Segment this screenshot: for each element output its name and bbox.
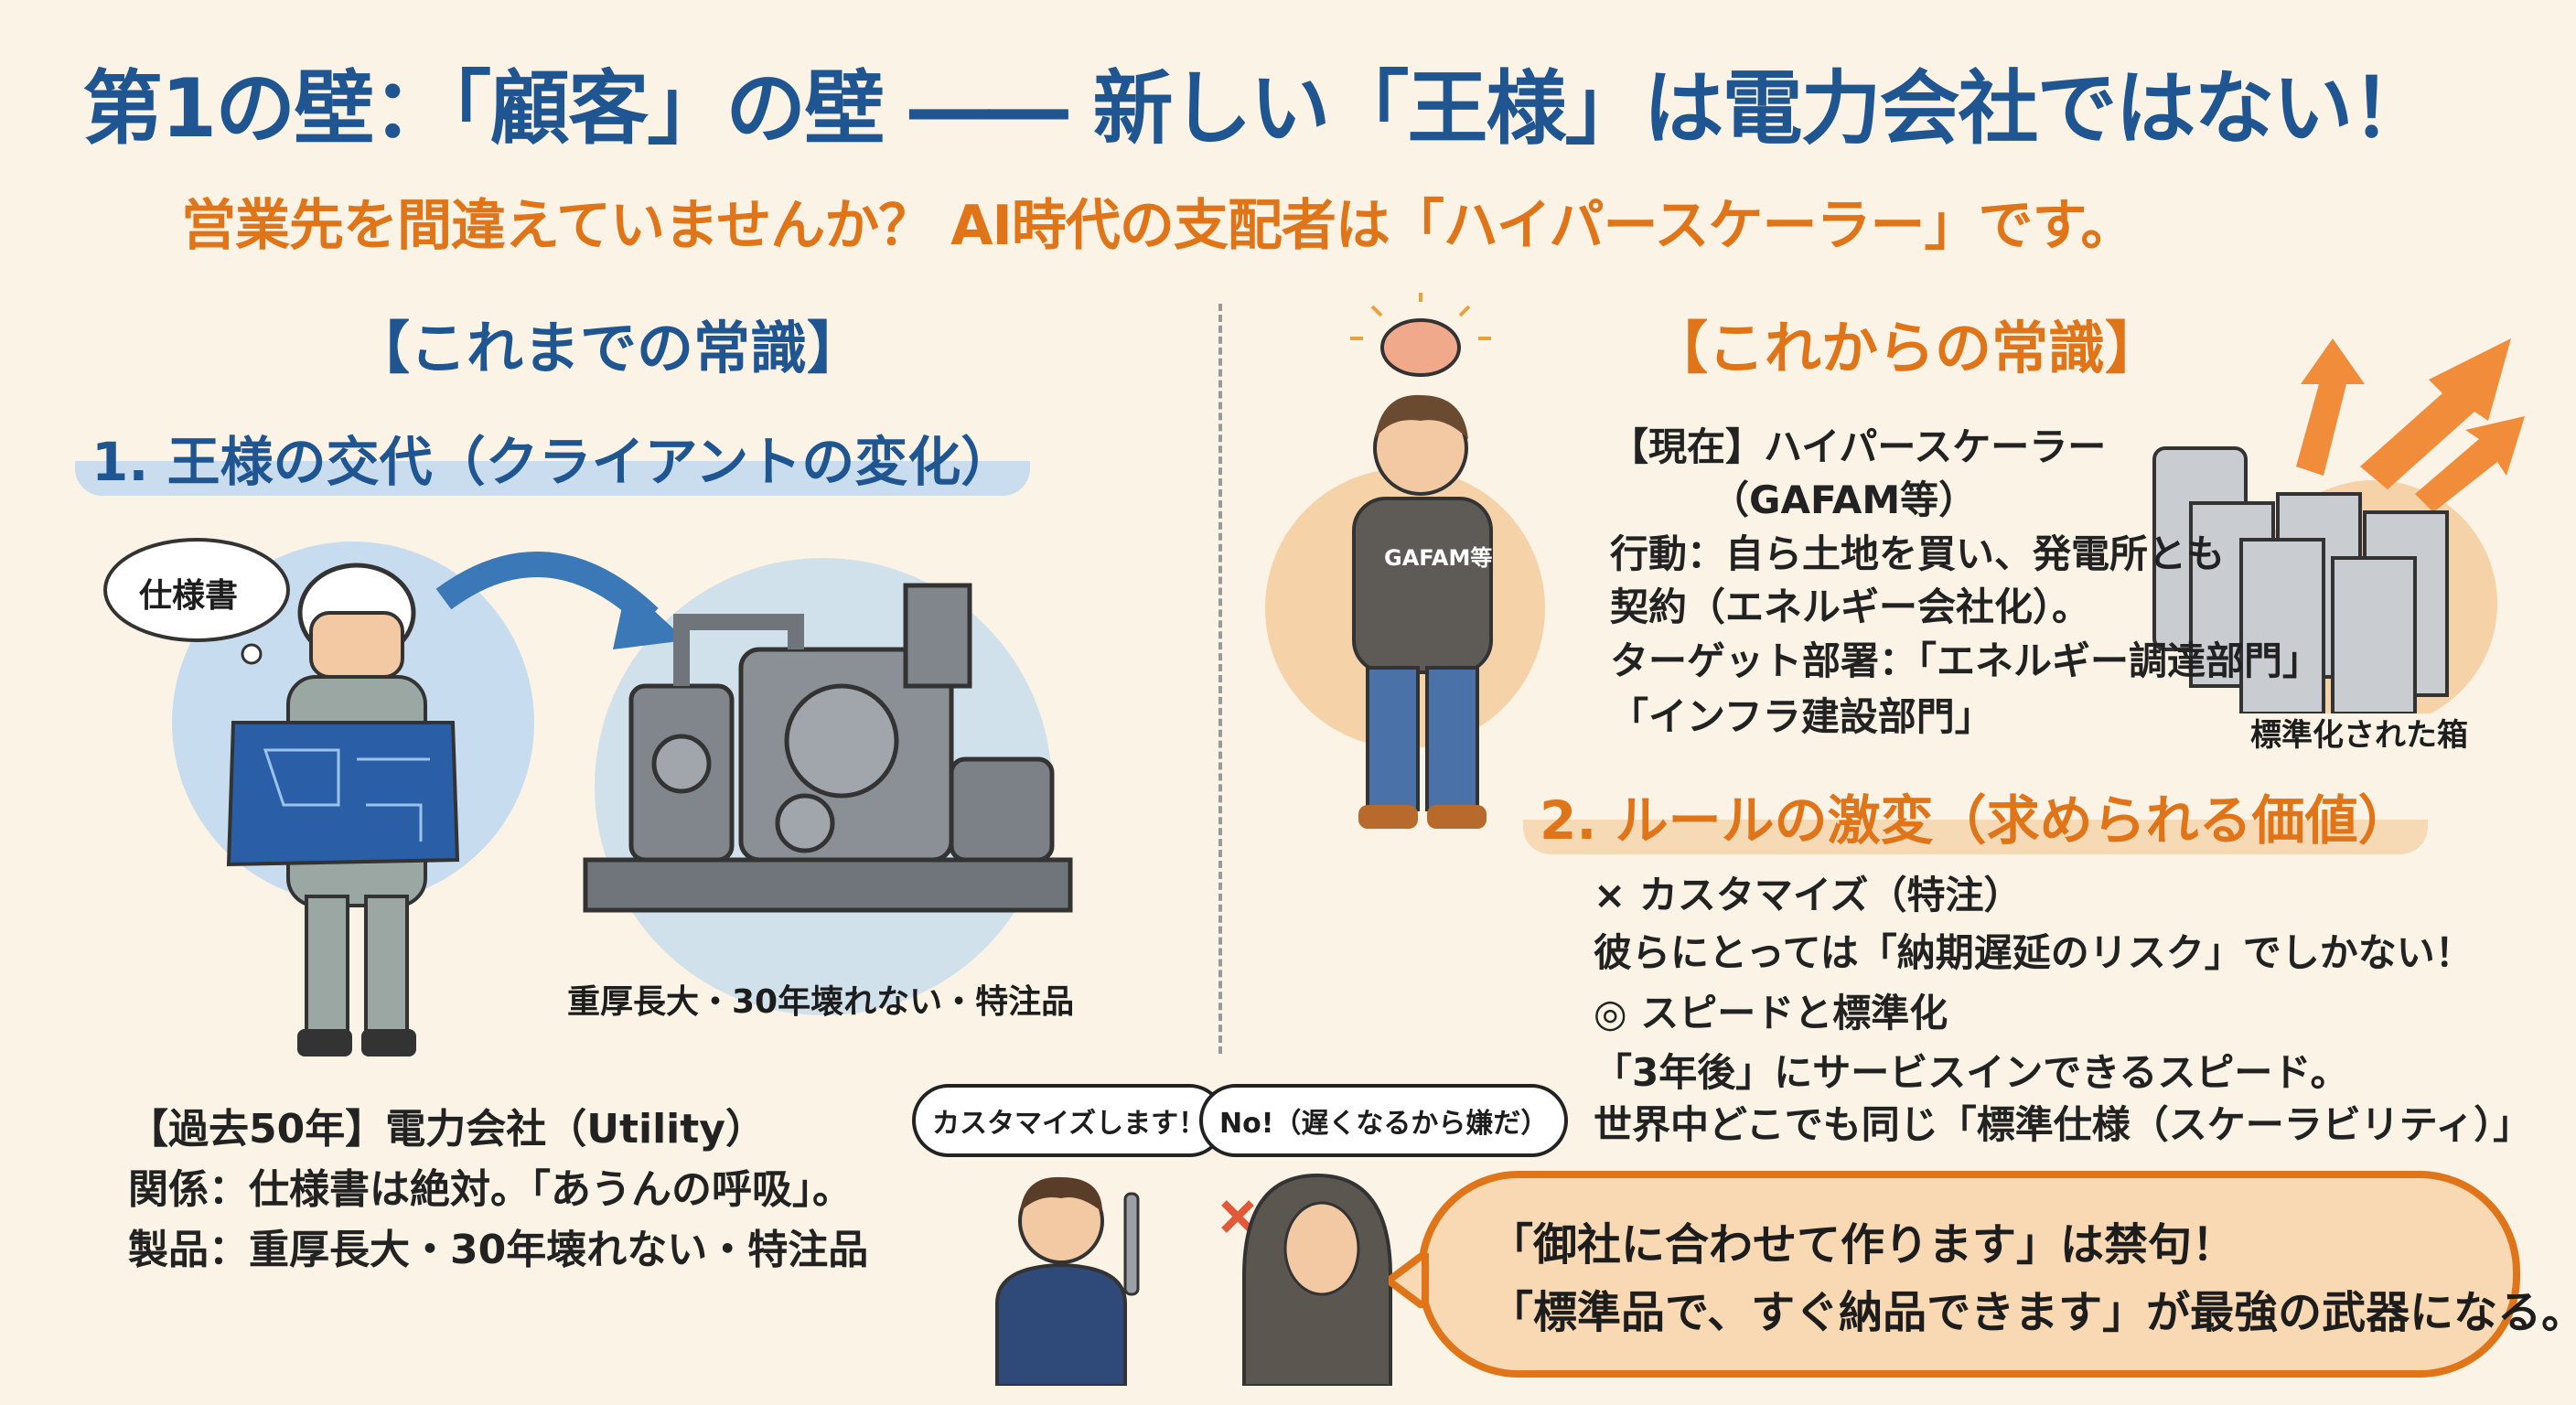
growth-arrows-icon <box>2296 338 2525 512</box>
hoodie-text: GAFAM等 <box>1384 545 1493 571</box>
customer-speech-bubble: No!（遅くなるから嫌だ） <box>1199 1084 1569 1157</box>
rule-line-1: × カスタマイズ（特注） <box>1594 873 2023 917</box>
rule-line-4: 「3年後」にサービスインできるスピード。 <box>1594 1050 2349 1095</box>
thought-bubble-icon <box>103 538 290 665</box>
now-line-5: ターゲット部署：「エネルギー調達部門」 <box>1610 638 2322 683</box>
machine-caption: 重厚長大・30年壊れない・特注品 <box>567 983 1075 1021</box>
brain-icon <box>1350 293 1491 377</box>
machine-icon <box>583 583 1073 913</box>
thought-bubble-text: 仕様書 <box>139 577 239 615</box>
section-label-past: 【これまでの常識】 <box>353 315 864 381</box>
salesman-speech-bubble: カスタマイズします！ <box>912 1084 1227 1157</box>
divider <box>1218 304 1222 1054</box>
rule-line-3: ◎ スピードと標準化 <box>1594 991 1948 1035</box>
now-line-1: 【現在】ハイパースケーラー <box>1610 424 2107 469</box>
arrow-icon <box>435 552 659 627</box>
worker-machine-illustration <box>103 538 1073 1056</box>
key-message-bubble: 「御社に合わせて作ります」は禁句！ 「標準品で、すぐ納品できます」が最強の武器に… <box>1418 1171 2576 1378</box>
page-title: 第1の壁：「顧客」の壁 ―― 新しい「王様」は電力会社ではない！ <box>82 61 2432 156</box>
rule-line-2: 彼らにとっては「納期遅延のリスク」でしかない！ <box>1594 930 2474 975</box>
section-label-future: 【これからの常識】 <box>1651 315 2163 381</box>
red-x-icon <box>1221 1200 1254 1233</box>
heading-rule-change: 2. ルールの激変（求められる価値） <box>1523 778 2428 854</box>
key-message-line-1: 「御社に合わせて作ります」は禁句！ <box>1489 1219 2237 1271</box>
server-boxes-icon <box>2152 446 2449 713</box>
hyperscaler-person-illustration <box>1265 293 1545 829</box>
standardized-boxes-illustration <box>2152 338 2525 713</box>
hooded-customer-icon <box>1242 1173 1392 1386</box>
rule-line-5: 世界中どこでも同じ「標準仕様（スケーラビリティ）」 <box>1594 1102 2532 1147</box>
page-subtitle: 営業先を間違えていませんか？ AI時代の支配者は「ハイパースケーラー」です。 <box>181 194 2135 258</box>
salesman-icon <box>995 1176 1140 1386</box>
now-line-2: （GAFAM等） <box>1711 477 1978 522</box>
worker-icon <box>226 563 460 1056</box>
past-line-3: 製品：重厚長大・30年壊れない・特注品 <box>128 1227 869 1273</box>
now-line-3: 行動：自ら土地を買い、発電所とも <box>1610 531 2226 576</box>
past-line-2: 関係：仕様書は絶対。「あうんの呼吸」。 <box>128 1166 853 1213</box>
now-line-4: 契約（エネルギー会社化）。 <box>1610 585 2091 629</box>
bubble-tail <box>1389 1253 1429 1308</box>
heading-king-change: 1. 王様の交代（クライアントの変化） <box>75 419 1031 496</box>
now-line-6: 「インフラ建設部門」 <box>1610 694 1993 739</box>
past-line-1: 【過去50年】電力会社（Utility） <box>128 1106 766 1153</box>
key-message-line-2: 「標準品で、すぐ納品できます」が最強の武器になる。 <box>1489 1287 2576 1338</box>
boxes-caption: 標準化された箱 <box>2250 717 2468 754</box>
wrench-icon <box>1123 1192 1140 1296</box>
salesman-customer-illustration <box>995 1173 1392 1386</box>
